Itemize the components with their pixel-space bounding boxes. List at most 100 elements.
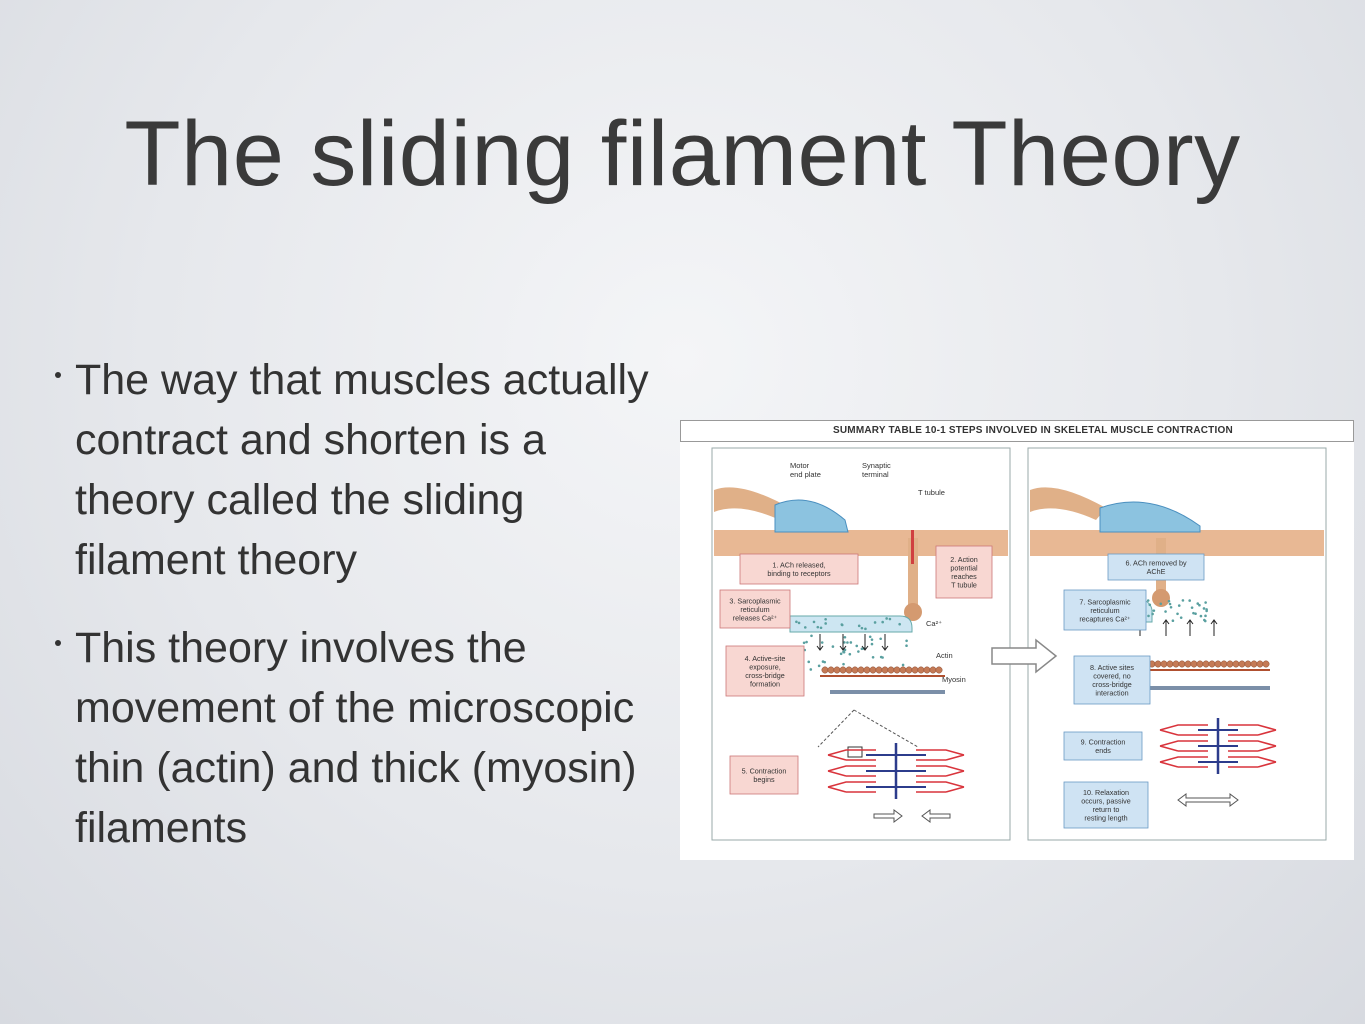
bullet-list: The way that muscles actually contract a…: [55, 350, 655, 886]
calcium-dot: [1179, 616, 1183, 619]
actin-bead: [1226, 660, 1234, 668]
actin-beads: [821, 666, 943, 674]
transition-arrow-icon: [991, 638, 1058, 674]
calcium-dot: [802, 641, 806, 645]
bullet-text: This theory involves the movement of the…: [75, 624, 637, 852]
calcium-dot: [805, 640, 808, 644]
sarcomere-diagram: [827, 743, 965, 799]
actin-bead: [881, 666, 889, 674]
slide-title: The sliding filament Theory: [124, 103, 1241, 205]
left-direction-arrows: [873, 809, 951, 823]
calcium-dot: [1202, 607, 1206, 610]
calcium-dot: [1188, 599, 1191, 602]
label-synaptic-terminal: Synaptic: [862, 461, 891, 470]
calcium-dot: [842, 662, 845, 666]
figure-illustration: Motor end plate Synaptic terminal T tubu…: [711, 447, 1327, 841]
calcium-dot: [879, 655, 883, 659]
bullet-item: This theory involves the movement of the…: [55, 618, 655, 858]
calcium-dot: [1204, 614, 1207, 618]
calcium-dot: [855, 644, 859, 648]
calcium-dot: [888, 617, 892, 621]
label-t-tubule: T tubule: [918, 488, 945, 497]
step-text: 7. Sarcoplasmic: [1079, 597, 1131, 606]
calcium-dot: [1171, 619, 1175, 623]
step-text: 8. Active sites: [1090, 663, 1134, 672]
actin-bead: [1208, 660, 1216, 668]
actin-bead: [1154, 660, 1162, 668]
calcium-dots: [794, 617, 908, 671]
actin-bead: [1220, 660, 1228, 668]
actin-bead: [917, 666, 925, 674]
calcium-dot: [1176, 612, 1179, 616]
calcium-dot: [824, 617, 827, 621]
actin-bead: [851, 666, 859, 674]
step-text: 2. Action: [950, 555, 978, 564]
step-box: 4. Active-siteexposure,cross-bridgeforma…: [725, 645, 805, 697]
actin-bead: [1196, 660, 1204, 668]
step-text: formation: [750, 680, 780, 689]
calcium-dot: [1198, 603, 1201, 607]
step-text: 5. Contraction: [742, 767, 787, 776]
step-text: reaches: [951, 572, 977, 581]
step-text: 4. Active-site: [745, 654, 786, 663]
calcium-dot: [1199, 614, 1203, 618]
calcium-dot: [1152, 609, 1156, 612]
label-motor-end-plate: Motor: [790, 461, 810, 470]
calcium-dot: [1196, 602, 1200, 605]
step-text: 1. ACh released,: [772, 561, 825, 570]
left-filaments: [820, 675, 945, 694]
actin-bead: [1166, 660, 1174, 668]
bullet-item: The way that muscles actually contract a…: [55, 350, 655, 590]
calcium-dot: [1177, 604, 1181, 607]
bullet-text: The way that muscles actually contract a…: [75, 356, 649, 584]
calcium-dot: [870, 638, 874, 641]
calcium-dot: [1164, 610, 1167, 613]
actin-bead: [869, 666, 877, 674]
calcium-dot: [1181, 599, 1185, 602]
figure-caption: SUMMARY TABLE 10-1 STEPS INVOLVED IN SKE…: [680, 420, 1354, 442]
calcium-dot: [843, 648, 847, 652]
calcium-dot: [795, 620, 798, 624]
calcium-dot: [860, 626, 864, 630]
calcium-dot: [881, 620, 884, 624]
actin-bead: [875, 666, 883, 674]
step-text: binding to receptors: [767, 569, 831, 578]
actin-bead: [1250, 660, 1258, 668]
actin-bead: [1238, 660, 1246, 668]
actin-bead: [863, 666, 871, 674]
actin-bead: [935, 666, 943, 674]
label-actin: Actin: [936, 651, 953, 660]
calcium-dot: [831, 645, 835, 648]
calcium-dot: [810, 634, 813, 638]
calcium-dot: [1159, 602, 1163, 606]
calcium-release-arrows: [816, 634, 889, 651]
calcium-dot: [821, 660, 825, 663]
muscle-contraction-figure: SUMMARY TABLE 10-1 STEPS INVOLVED IN SKE…: [680, 420, 1354, 860]
step-text: return to: [1093, 805, 1120, 814]
step-text: T tubule: [951, 581, 977, 590]
calcium-dot: [901, 663, 905, 667]
calcium-dot: [870, 642, 874, 646]
step-text: begins: [753, 775, 775, 784]
bullet-dot-icon: [55, 640, 61, 646]
calcium-dot: [849, 641, 853, 644]
calcium-dot: [1205, 609, 1208, 613]
actin-bead: [923, 666, 931, 674]
bullet-dot-icon: [55, 372, 61, 378]
actin-bead: [1232, 660, 1240, 668]
calcium-dot: [1147, 614, 1150, 618]
actin-bead: [821, 666, 829, 674]
calcium-dot: [1190, 606, 1194, 609]
actin-bead: [833, 666, 841, 674]
calcium-dot: [873, 621, 877, 624]
calcium-dot: [879, 637, 882, 641]
actin-bead: [827, 666, 835, 674]
calcium-dot: [843, 635, 847, 639]
calcium-dot: [809, 668, 813, 671]
calcium-dot: [1204, 601, 1207, 604]
